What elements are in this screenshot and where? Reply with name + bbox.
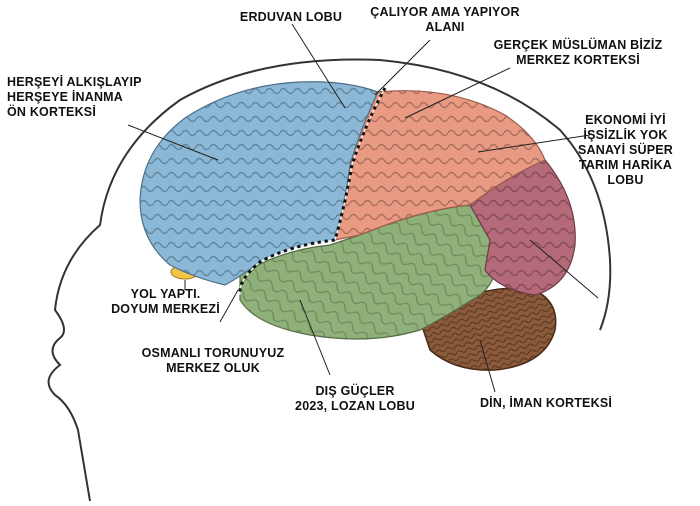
leader-lines (127, 23, 599, 393)
label-osmanli-torunuyuz: OSMANLI TORUNUYUZ MERKEZ OLUK (141, 346, 285, 375)
label-ekonomi-iyi: EKONOMİ İYİ İŞSİZLİK YOK SANAYİ SÜPER TA… (577, 113, 674, 187)
label-din-iman: DİN, İMAN KORTEKSİ (479, 396, 613, 410)
head-outline (47, 58, 612, 502)
label-dis-gucler: DIŞ GÜÇLER 2023, LOZAN LOBU (295, 384, 415, 413)
label-herseyi-alkislayip: HERŞEYİ ALKIŞLAYIP HERŞEYE İNANMA ÖN KOR… (7, 75, 142, 119)
label-caliyor-ama-yapiyor: ÇALIYOR AMA YAPIYOR ALANI (370, 5, 520, 34)
label-yol-yapti: YOL YAPTI. DOYUM MERKEZİ (111, 287, 220, 316)
label-erduvan-lobu: ERDUVAN LOBU (239, 10, 343, 24)
label-gercek-musluman: GERÇEK MÜSLÜMAN BİZİZ MERKEZ KORTEKSİ (493, 38, 663, 67)
